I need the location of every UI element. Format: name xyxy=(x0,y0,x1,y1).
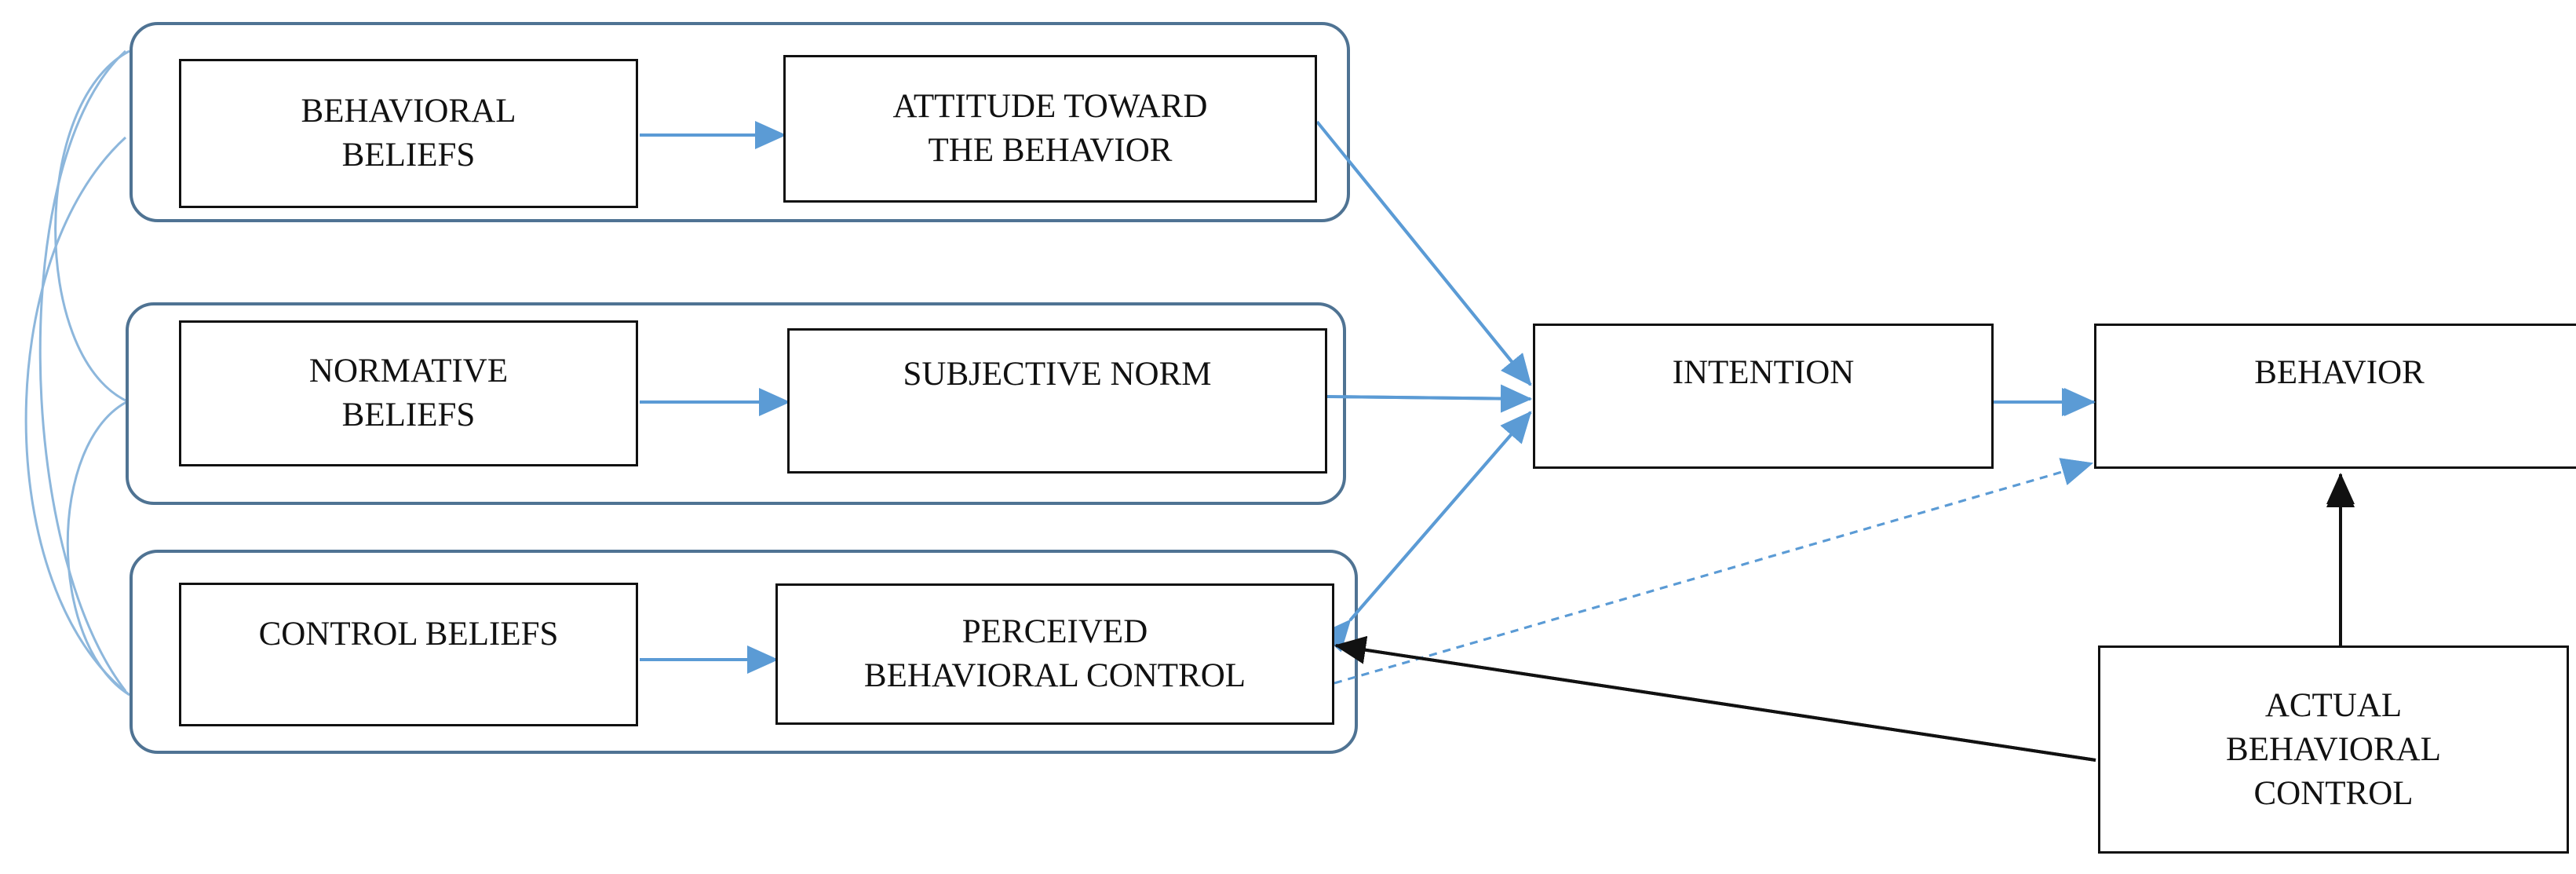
node-actual-behavioral-control: ACTUAL BEHAVIORAL CONTROL xyxy=(2098,645,2569,854)
arrow-pbc-to-intention xyxy=(1319,411,1532,653)
node-behavior-label: BEHAVIOR xyxy=(2254,354,2425,391)
node-subjective-norm: SUBJECTIVE NORM xyxy=(787,328,1327,474)
node-normative-beliefs: NORMATIVE BELIEFS xyxy=(179,320,638,466)
node-intention: INTENTION xyxy=(1533,324,1994,469)
node-behavioral-beliefs: BEHAVIORAL BELIEFS xyxy=(179,59,638,208)
node-actual-behavioral-control-label: ACTUAL BEHAVIORAL CONTROL xyxy=(2226,686,2441,812)
node-intention-label: INTENTION xyxy=(1672,354,1855,391)
correlation-arc-behavioral-control-inner xyxy=(38,49,127,692)
correlation-arc-normative-control xyxy=(66,399,130,697)
node-attitude-label: ATTITUDE TOWARD THE BEHAVIOR xyxy=(892,88,1208,169)
correlation-arc-behavioral-normative xyxy=(54,49,130,402)
node-behavioral-beliefs-label: BEHAVIORAL BELIEFS xyxy=(301,93,516,174)
node-attitude-toward-the-behavior: ATTITUDE TOWARD THE BEHAVIOR xyxy=(783,55,1317,203)
correlation-arc-behavioral-control xyxy=(24,136,130,697)
node-subjective-norm-label: SUBJECTIVE NORM xyxy=(903,356,1212,393)
node-normative-beliefs-label: NORMATIVE BELIEFS xyxy=(308,353,509,433)
node-perceived-behavioral-control: PERCEIVED BEHAVIORAL CONTROL xyxy=(775,583,1334,725)
arrow-pbc-to-behavior-dashed xyxy=(1334,458,2093,685)
node-pbc-label: PERCEIVED BEHAVIORAL CONTROL xyxy=(863,613,1246,694)
node-control-beliefs-label: CONTROL BELIEFS xyxy=(258,616,559,653)
arrow-subjective-norm-to-intention xyxy=(1326,384,1532,413)
arrow-actual-control-to-pbc xyxy=(1334,635,2096,762)
node-behavior: BEHAVIOR xyxy=(2094,324,2576,469)
node-control-beliefs: CONTROL BELIEFS xyxy=(179,583,638,726)
